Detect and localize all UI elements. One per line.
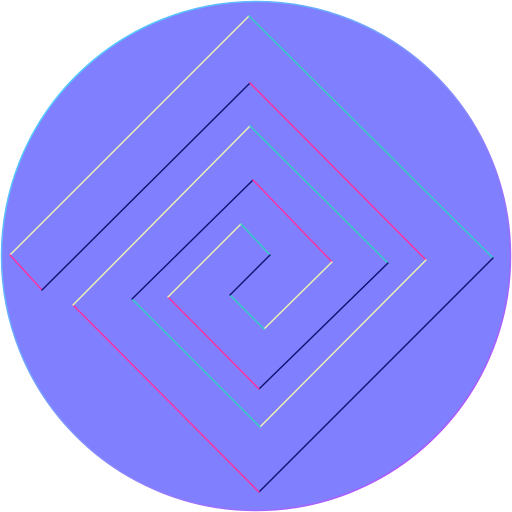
spiral-edge-4 [72, 304, 260, 493]
spiral-edge-9 [131, 298, 261, 428]
spiral-edge-14 [131, 179, 254, 300]
spiral-edge-16 [263, 261, 333, 330]
spiral-edge-15 [252, 179, 333, 263]
spiral-edge-8 [259, 259, 427, 428]
spiral-edge-18 [167, 223, 242, 298]
spiral-edge-7 [249, 82, 427, 261]
spiral-edge-20 [229, 254, 271, 296]
spiral-edge-11 [249, 125, 389, 264]
spiral-edge-19 [240, 223, 271, 256]
spiral-edge-10 [72, 125, 251, 306]
spiral-edge-2 [248, 15, 494, 259]
spiral-edge-13 [167, 296, 260, 390]
spiral-edge-1 [9, 15, 250, 256]
spiral-edge-6 [41, 82, 251, 291]
spiral-edge-17 [229, 294, 265, 330]
spiral-edge-5 [9, 254, 43, 291]
spiral-edge-3 [258, 257, 494, 493]
spiral-edge-12 [258, 262, 389, 390]
spiral-ridge-edges [9, 15, 494, 493]
